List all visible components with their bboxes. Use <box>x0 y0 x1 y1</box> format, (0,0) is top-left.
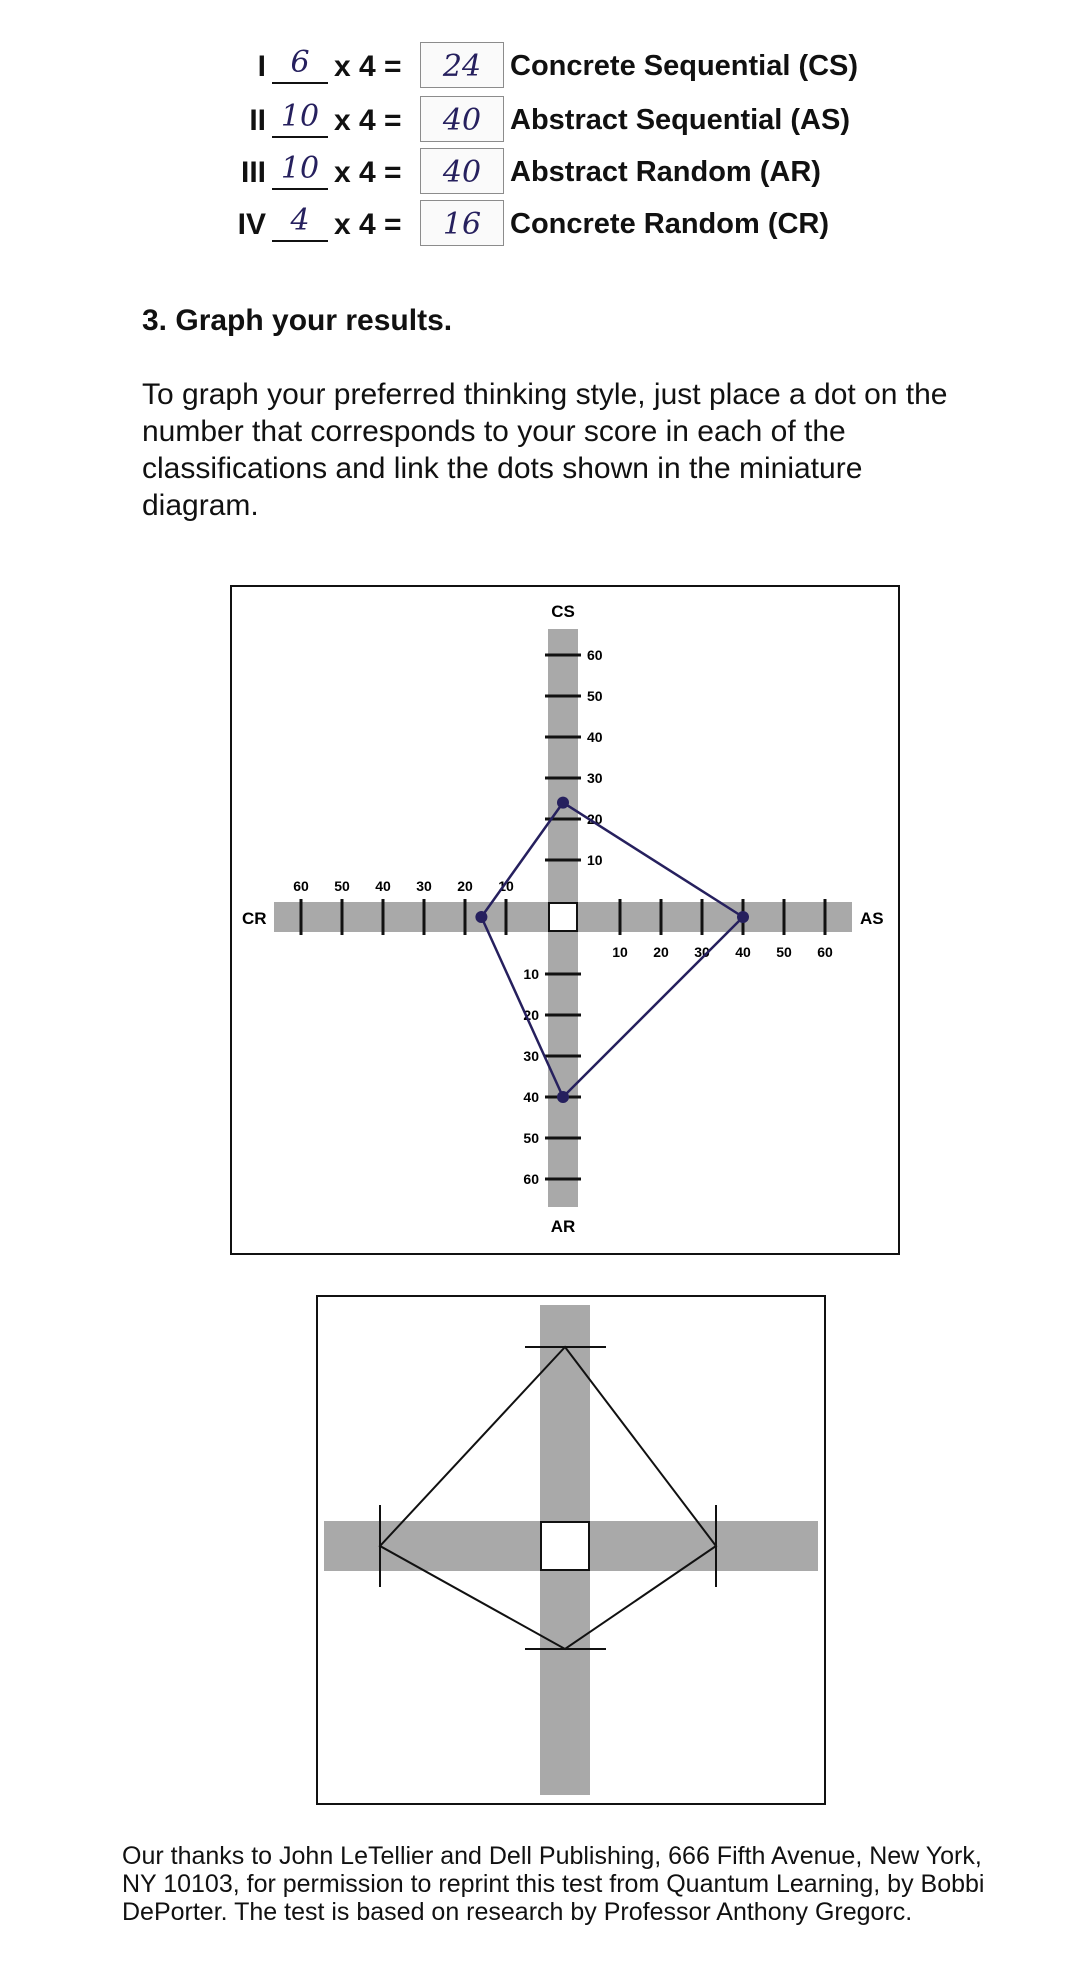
tick-label-cs: 50 <box>587 688 603 704</box>
handwritten-entry: 10 <box>280 99 320 134</box>
roman-numeral: III <box>240 156 266 189</box>
tick-label-as: 60 <box>817 944 833 960</box>
tick-label-as: 20 <box>653 944 669 960</box>
axis-label-cs: CS <box>551 602 575 621</box>
style-name: Concrete Sequential (CS) <box>510 50 859 82</box>
tick-label-cs: 30 <box>587 770 603 786</box>
tick-label-cr: 40 <box>375 878 391 894</box>
axis-ticks <box>299 653 827 1181</box>
style-name: Concrete Random (CR) <box>510 208 830 240</box>
score-row-ar: III 10 x 4 = 40 Abstract Random (AR) <box>0 148 1092 194</box>
multiplier-label: x 4 = <box>334 156 402 189</box>
graph-canvas[interactable]: CS AR CR AS 1010101020202020303030304040… <box>232 587 898 1253</box>
tick-label-cs: 10 <box>587 852 603 868</box>
dot-cs <box>557 796 569 809</box>
style-name: Abstract Sequential (AS) <box>510 104 850 136</box>
handwritten-entry: 6 <box>290 45 310 80</box>
dot-as <box>737 911 749 923</box>
tick-label-cr: 30 <box>416 878 432 894</box>
total-box[interactable]: 40 <box>420 148 504 194</box>
plotted-dots <box>475 796 749 1103</box>
score-entry-field[interactable]: 10 <box>272 148 328 190</box>
axis-label-as: AS <box>860 909 884 928</box>
handwritten-entry: 10 <box>280 151 320 186</box>
axis-tick-labels: 1010101020202020303030304040404050505050… <box>293 647 833 1187</box>
miniature-canvas <box>324 1305 818 1795</box>
score-row-as: II 10 x 4 = 40 Abstract Sequential (AS) <box>0 96 1092 142</box>
tick-label-ar: 30 <box>523 1048 539 1064</box>
tick-label-cs: 60 <box>587 647 603 663</box>
multiplier-label: x 4 = <box>334 208 402 241</box>
miniature-diagram <box>316 1295 826 1805</box>
mini-center-square <box>540 1521 590 1571</box>
handwritten-total: 24 <box>442 49 482 84</box>
tick-label-ar: 40 <box>523 1089 539 1105</box>
roman-numeral: I <box>257 50 266 83</box>
total-box[interactable]: 16 <box>420 200 504 246</box>
total-box[interactable]: 40 <box>420 96 504 142</box>
tick-label-cr: 50 <box>334 878 350 894</box>
score-entry-field[interactable]: 4 <box>272 200 328 242</box>
tick-label-as: 40 <box>735 944 751 960</box>
dot-ar <box>557 1091 569 1103</box>
roman-numeral: IV <box>237 208 266 241</box>
multiplier-label: x 4 = <box>334 104 402 137</box>
tick-label-ar: 60 <box>523 1171 539 1187</box>
score-entry-field[interactable]: 10 <box>272 96 328 138</box>
step-heading: 3. Graph your results. <box>142 304 453 337</box>
handwritten-total: 40 <box>442 155 482 190</box>
style-name: Abstract Random (AR) <box>510 156 821 188</box>
acknowledgement-text: Our thanks to John LeTellier and Dell Pu… <box>122 1842 985 1926</box>
tick-label-cr: 60 <box>293 878 309 894</box>
score-row-cs: I 6 x 4 = 24 Concrete Sequential (CS) <box>0 42 1092 88</box>
tick-label-as: 30 <box>694 944 710 960</box>
handwritten-total: 16 <box>442 207 482 242</box>
axis-label-cr: CR <box>242 909 267 928</box>
tick-label-cs: 40 <box>587 729 603 745</box>
tick-label-cs: 20 <box>587 811 603 827</box>
axis-label-ar: AR <box>551 1217 576 1236</box>
tick-label-ar: 50 <box>523 1130 539 1146</box>
score-entry-field[interactable]: 6 <box>272 42 328 84</box>
instructions-text: To graph your preferred thinking style, … <box>142 378 948 522</box>
tick-label-ar: 10 <box>523 966 539 982</box>
handwritten-total: 40 <box>442 103 482 138</box>
tick-label-as: 50 <box>776 944 792 960</box>
handwritten-entry: 4 <box>290 203 310 238</box>
roman-numeral: II <box>249 104 266 137</box>
tick-label-as: 10 <box>612 944 628 960</box>
dot-cr <box>475 911 488 923</box>
tick-label-cr: 20 <box>457 878 473 894</box>
center-square <box>548 902 578 932</box>
multiplier-label: x 4 = <box>334 50 402 83</box>
total-box[interactable]: 24 <box>420 42 504 88</box>
score-row-cr: IV 4 x 4 = 16 Concrete Random (CR) <box>0 200 1092 246</box>
